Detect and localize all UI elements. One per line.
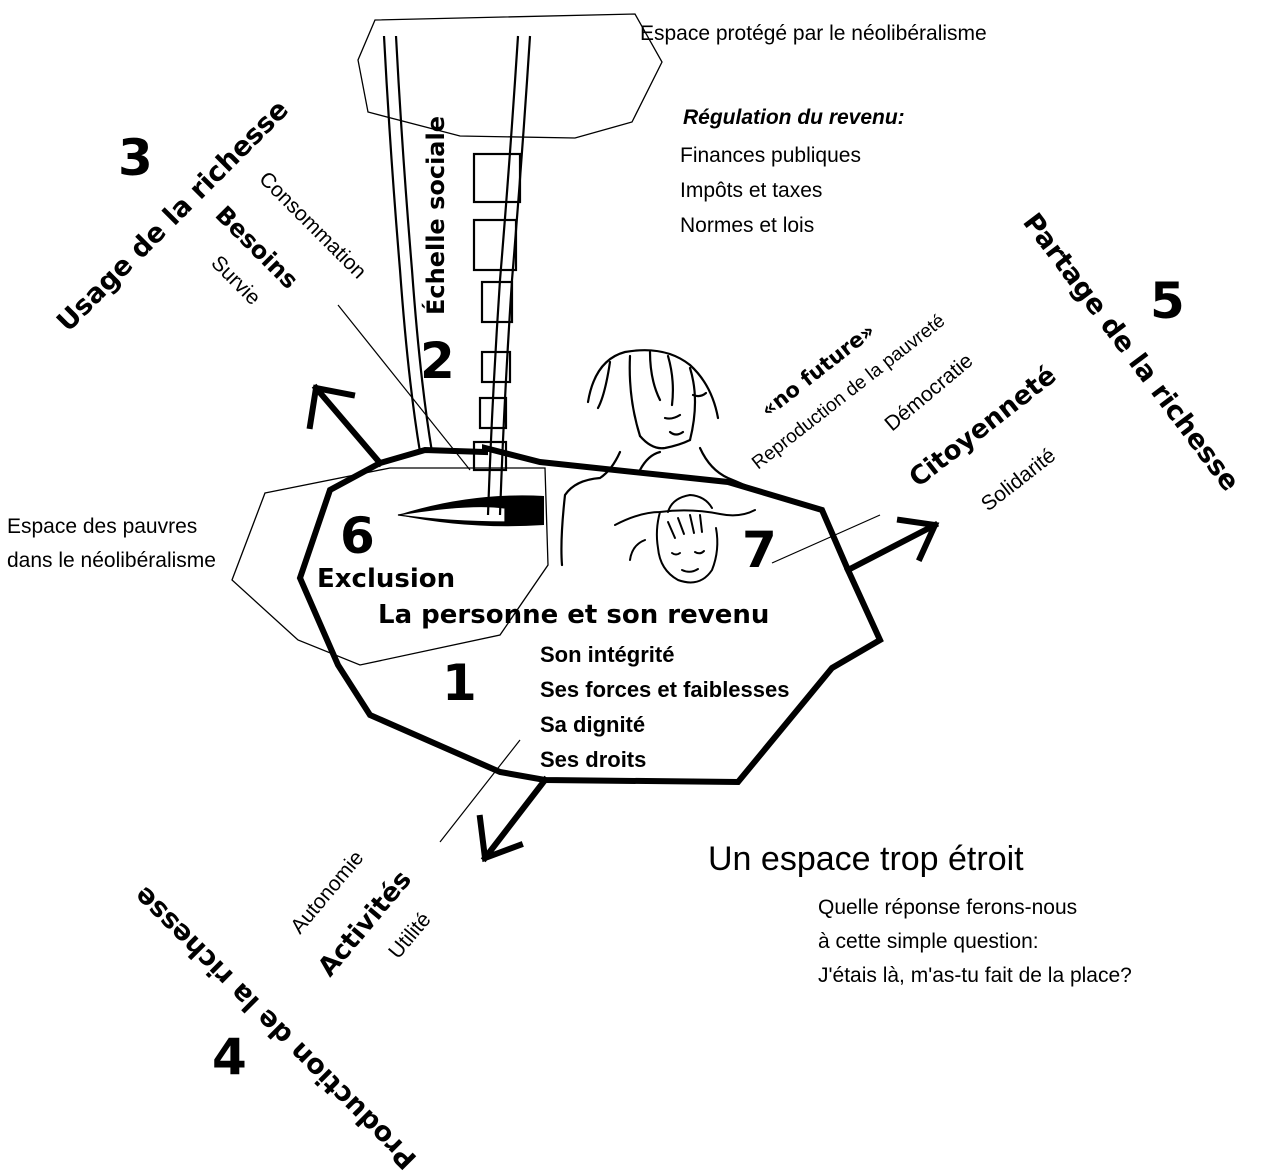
zone1-item: Sa dignité (540, 712, 645, 737)
zone1-title: La personne et son revenu (378, 600, 769, 630)
woman-drawing (560, 349, 762, 567)
zone1-number: 1 (442, 654, 477, 712)
zone5-solidarite: Solidarité (977, 444, 1060, 516)
zone4-number: 4 (212, 1028, 247, 1086)
child-drawing (614, 493, 756, 584)
zone1-item: Ses forces et faiblesses (540, 677, 789, 702)
zone6-title: Exclusion (317, 564, 455, 594)
regulation-item: Finances publiques (680, 144, 861, 167)
zone3-number: 3 (118, 129, 153, 187)
social-ladder (382, 35, 532, 516)
poor-space-label: dans le néolibéralisme (7, 549, 216, 572)
arrow-usage (306, 383, 385, 468)
person-octagon (296, 444, 884, 786)
zone4-utilite: Utilité (384, 908, 435, 963)
regulation-item: Impôts et taxes (680, 179, 822, 202)
protected-space-outline (357, 13, 663, 139)
zone2-title: Échelle sociale (421, 116, 450, 315)
zone1-item: Ses droits (540, 747, 646, 772)
zone2-number: 2 (420, 332, 455, 390)
hole (397, 495, 544, 527)
arrow-partage (843, 516, 940, 575)
besoins-connector (337, 304, 471, 471)
closing-line: à cette simple question: (818, 930, 1039, 953)
arrow-production (476, 775, 550, 863)
zone7-number: 7 (742, 521, 777, 579)
zone1-item: Son intégrité (540, 642, 674, 667)
closing-title: Un espace trop étroit (708, 840, 1024, 878)
closing-line: J'étais là, m'as-tu fait de la place? (818, 964, 1132, 987)
poor-space-label: Espace des pauvres (7, 515, 197, 538)
zone3-title: Usage de la richesse (51, 94, 295, 338)
protected-space-label: Espace protégé par le néolibéralisme (640, 22, 987, 45)
regulation-item: Normes et lois (680, 214, 814, 237)
activites-connector (439, 739, 521, 843)
zone6-number: 6 (340, 507, 375, 565)
regulation-title: Régulation du revenu: (683, 106, 905, 129)
citoyennete-connector (771, 514, 881, 564)
closing-line: Quelle réponse ferons-nous (818, 896, 1077, 919)
poor-space-outline (231, 467, 549, 666)
zone5-number: 5 (1150, 272, 1185, 330)
